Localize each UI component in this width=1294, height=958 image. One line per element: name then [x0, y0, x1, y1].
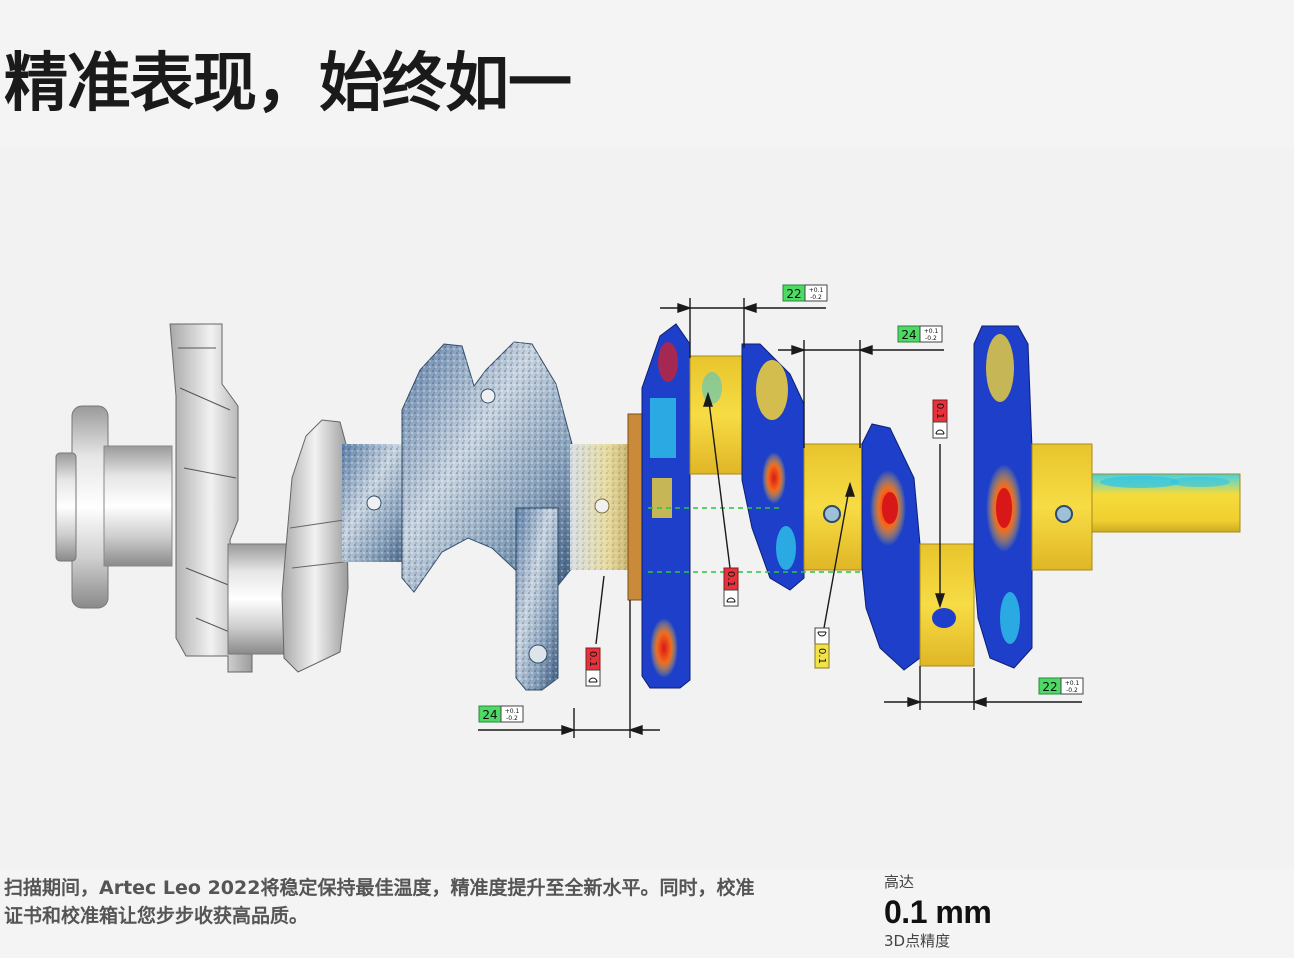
- deviation-map-section: [641, 323, 1241, 689]
- flatness-tag-red-3: 0.1: [932, 399, 948, 439]
- flatness-tag-red-1: 0.1: [585, 647, 601, 687]
- crankshaft-figure: 22 +0.1 -0.2 24 +0.1 -0.2 24 +0.1 -0.2: [0, 148, 1294, 868]
- dim-tag-value: 22: [1042, 680, 1057, 694]
- dimension-lines: [478, 298, 1082, 738]
- flatness-value: 0.1: [587, 651, 598, 667]
- dim-tag-value: 24: [482, 708, 497, 722]
- dim-tag-24-top: 24 +0.1 -0.2: [897, 325, 943, 343]
- dim-tag-22-top: 22 +0.1 -0.2: [782, 284, 828, 302]
- description-text: 扫描期间，Artec Leo 2022将稳定保持最佳温度，精准度提升至全新水平。…: [4, 877, 755, 927]
- flatness-tag-yellow: 0.1: [814, 627, 830, 669]
- flatness-value: 0.1: [725, 571, 736, 587]
- dim-tag-value: 24: [901, 328, 916, 342]
- dim-tag-tol-plus: +0.1: [924, 328, 939, 335]
- dim-tag-tol-minus: -0.2: [506, 715, 518, 722]
- page-title: 精准表现，始终如一: [4, 47, 572, 121]
- dim-tag-tol-plus: +0.1: [505, 708, 520, 715]
- dim-tag-24-bottom: 24 +0.1 -0.2: [478, 705, 524, 723]
- point-cloud-section: [342, 341, 643, 691]
- crankshaft-illustration: 22 +0.1 -0.2 24 +0.1 -0.2 24 +0.1 -0.2: [55, 284, 1241, 738]
- stat-label: 3D点精度: [884, 932, 951, 950]
- dim-tag-tol-minus: -0.2: [1066, 687, 1078, 694]
- stat-value: 0.1 mm: [884, 894, 992, 930]
- flatness-tag-red-2: 0.1: [723, 567, 739, 607]
- dim-tag-tol-plus: +0.1: [1065, 680, 1080, 687]
- accuracy-stat: 高达 0.1 mm 3D点精度: [884, 872, 1184, 950]
- dim-tag-tol-minus: -0.2: [810, 294, 822, 301]
- flatness-value: 0.1: [934, 403, 945, 419]
- dim-tag-tol-plus: +0.1: [809, 287, 824, 294]
- flatness-value: 0.1: [816, 648, 827, 664]
- cad-section: [55, 323, 349, 673]
- dim-tag-value: 22: [786, 287, 801, 301]
- dim-tag-tol-minus: -0.2: [925, 335, 937, 342]
- stat-prefix: 高达: [884, 873, 915, 891]
- dim-tag-22-bottom: 22 +0.1 -0.2: [1038, 677, 1084, 695]
